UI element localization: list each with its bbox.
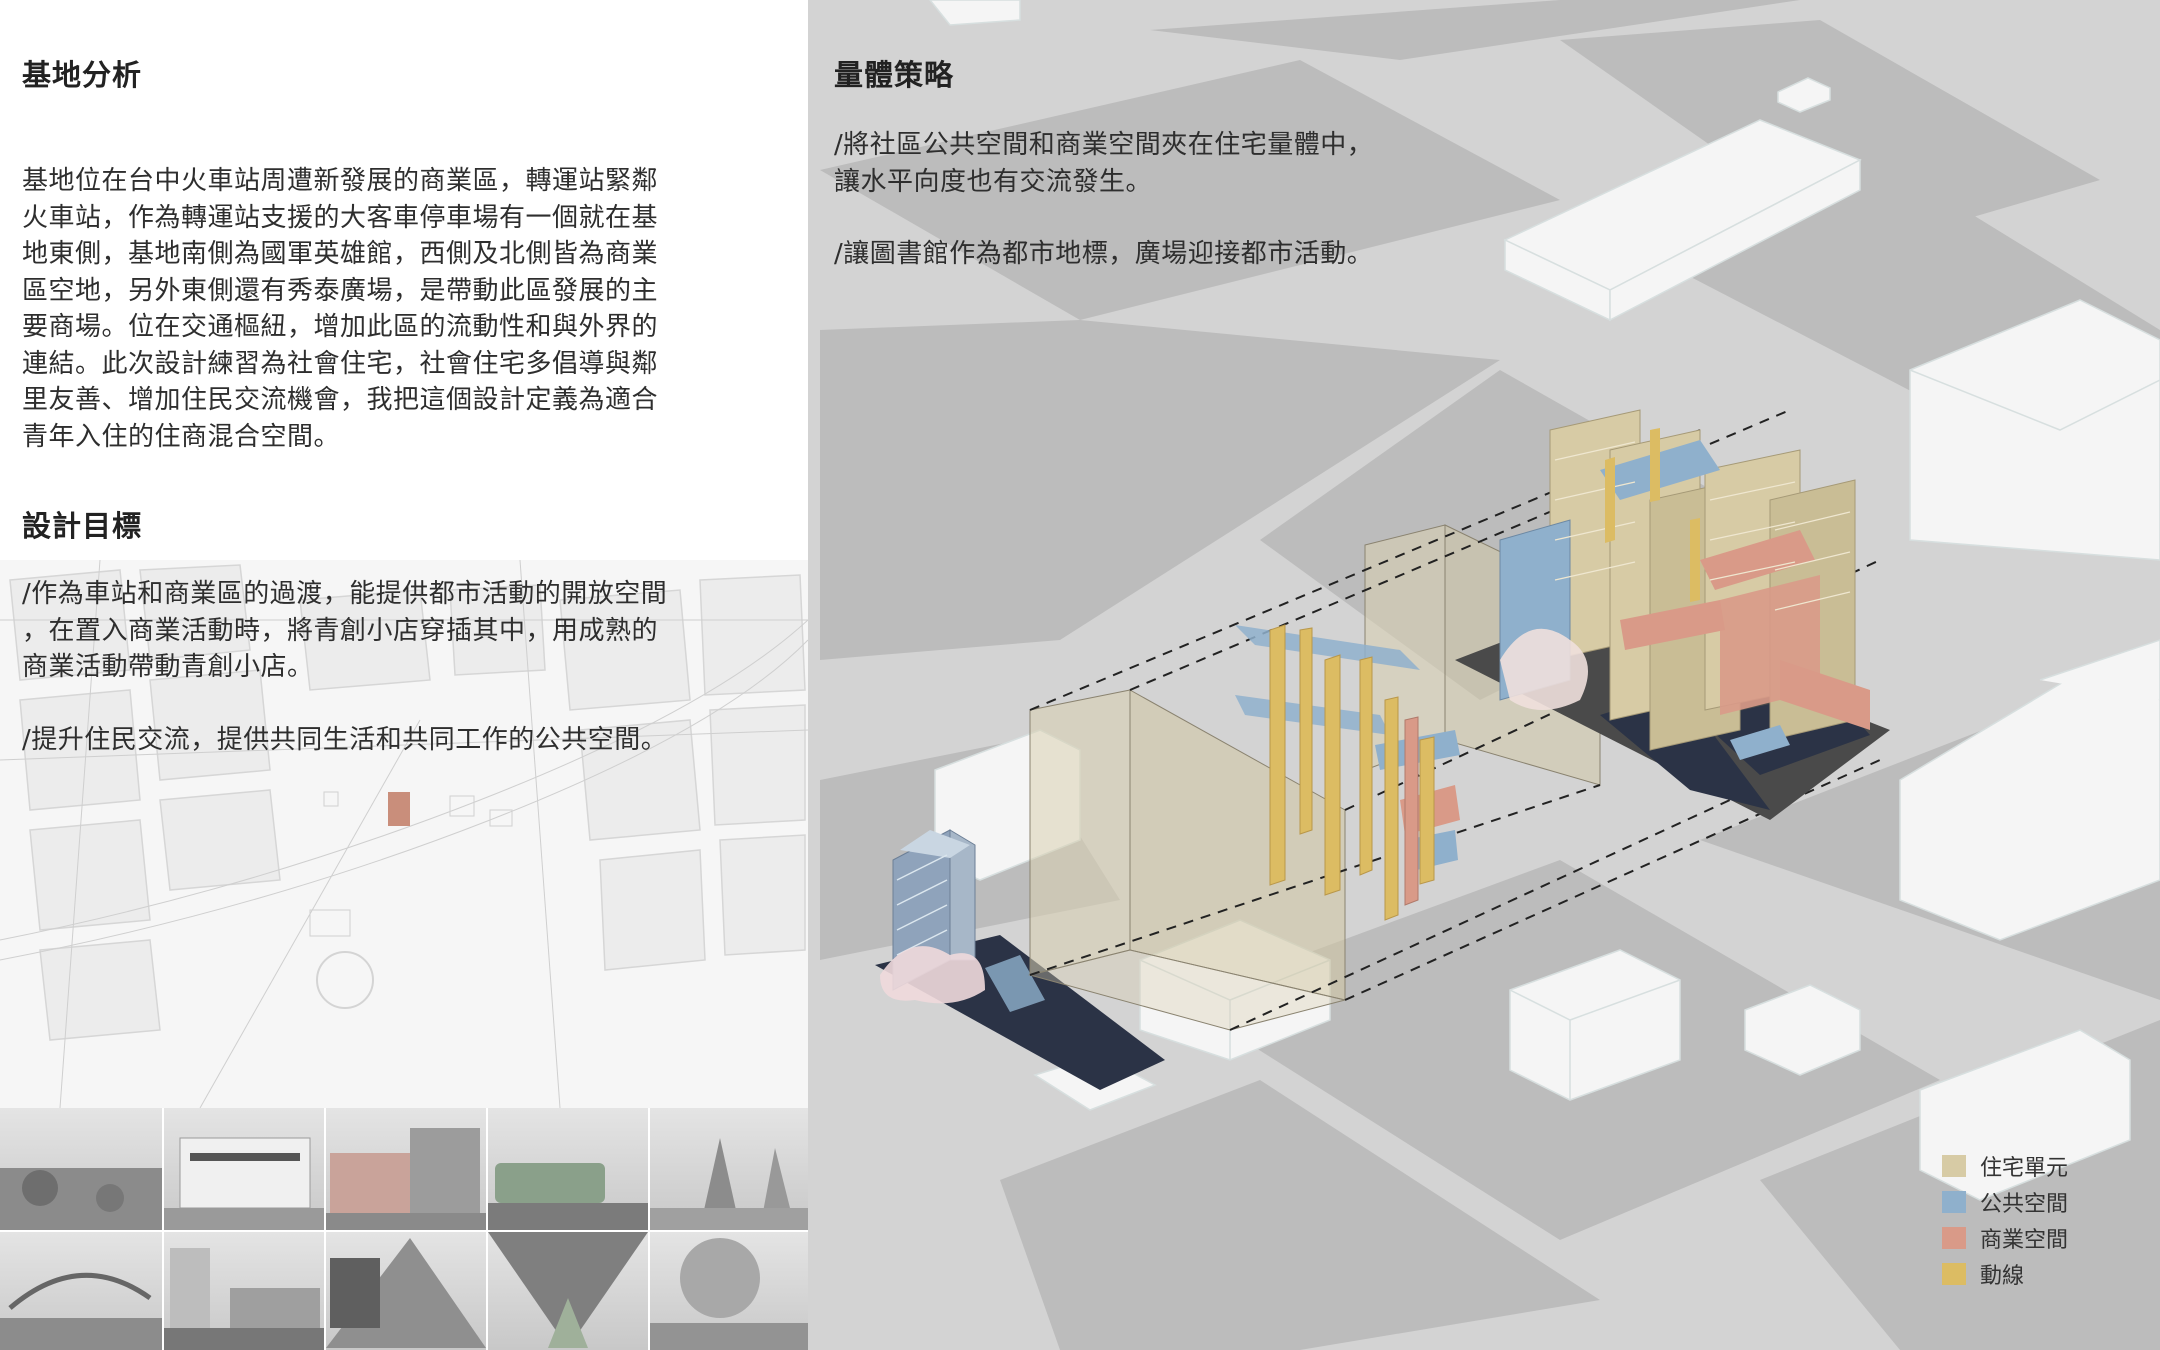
massing-diagram: 量體策略 /將社區公共空間和商業空間夾在住宅量體中， 讓水平向度也有交流發生。 … [808,0,2160,1350]
site-map [0,560,808,1108]
design-goal-title: 設計目標 [22,509,143,543]
legend-item-public: 公共空間 [1942,1184,2068,1220]
site-photo [488,1108,648,1230]
text-line: 要商場。位在交通樞紐，增加此區的流動性和與外界的 [22,312,659,342]
legend-item-commercial: 商業空間 [1942,1220,2068,1256]
legend: 住宅單元 公共空間 商業空間 動線 [1942,1148,2068,1292]
text-line: 火車站，作為轉運站支援的大客車停車場有一個就在基 [22,202,659,233]
text-line: 讓水平向度也有交流發生。 [834,166,1153,197]
library-tower [880,829,985,1004]
text-line: 商業活動帶動青創小店。 [22,652,314,682]
site-photo [650,1232,808,1350]
text-line: /將社區公共空間和商業空間夾在住宅量體中， [834,130,1374,160]
text-line: 區空地，另外東側還有秀泰廣場，是帶動此區發展的主 [22,275,659,306]
site-photo [0,1108,162,1230]
site-photo [0,1232,162,1350]
commercial-swatch [1942,1227,1966,1249]
text-line: ，在置入商業活動時，將青創小店穿插其中，用成熟的 [22,615,659,646]
design-goal-text: /作為車站和商業區的過渡，能提供都市活動的開放空間 ，在置入商業活動時，將青創小… [22,576,667,758]
legend-label: 商業空間 [1980,1228,2069,1253]
middle-frame [1235,624,1460,921]
site-photo [326,1108,486,1230]
text-line: 連結。此次設計練習為社會住宅，社會住宅多倡導與鄰 [22,348,659,379]
legend-item-circulation: 動線 [1942,1256,2068,1292]
legend-label: 公共空間 [1980,1192,2069,1217]
residential-swatch [1942,1155,1966,1177]
massing-strategy-title: 量體策略 [834,58,955,92]
site-photo [326,1232,486,1350]
site-photo [164,1232,324,1350]
text-line: /作為車站和商業區的過渡，能提供都市活動的開放空間 [22,579,668,609]
site-analysis-title: 基地分析 [22,58,143,92]
text-line: 青年入住的住商混合空間。 [22,421,341,452]
text-line: 地東側，基地南側為國軍英雄館，西側及北側皆為商業 [22,239,659,269]
site-photo [164,1108,324,1230]
site-analysis-text: 基地位在台中火車站周遭新發展的商業區，轉運站緊鄰 火車站，作為轉運站支援的大客車… [22,163,658,455]
site-photo [488,1232,648,1350]
circulation-swatch [1942,1263,1966,1285]
legend-label: 住宅單元 [1980,1156,2069,1181]
massing-strategy-text: /將社區公共空間和商業空間夾在住宅量體中， 讓水平向度也有交流發生。 /讓圖書館… [834,127,1373,273]
text-line: /讓圖書館作為都市地標，廣場迎接都市活動。 [834,239,1374,269]
text-line [834,200,1373,236]
site-marker [388,792,410,826]
site-photo-strip [0,1108,808,1350]
text-line: 基地位在台中火車站周遭新發展的商業區，轉運站緊鄰 [22,166,659,196]
left-panel: 基地分析 基地位在台中火車站周遭新發展的商業區，轉運站緊鄰 火車站，作為轉運站支… [0,0,808,1350]
legend-label: 動線 [1980,1264,2025,1289]
housing-cluster [1499,409,1870,760]
site-photo [650,1108,808,1230]
text-line [22,686,667,722]
legend-item-residential: 住宅單元 [1942,1148,2068,1184]
text-line: /提升住民交流，提供共同生活和共同工作的公共空間。 [22,724,668,755]
text-line: 里友善、增加住民交流機會，我把這個設計定義為適合 [22,385,659,415]
public-swatch [1942,1191,1966,1213]
